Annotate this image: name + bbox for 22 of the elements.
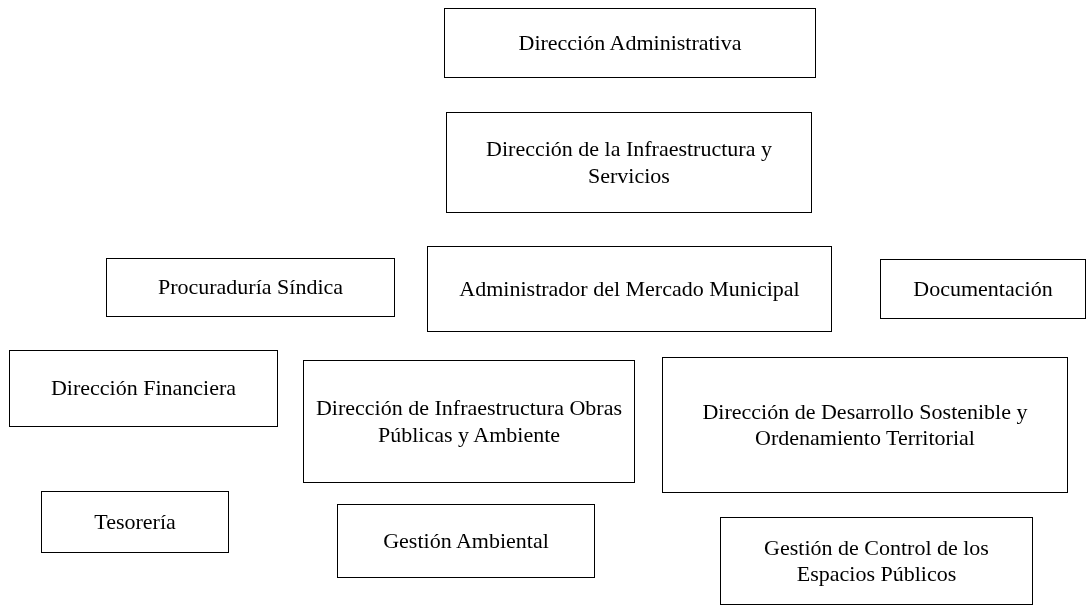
org-box: [446, 112, 812, 213]
unit-name: Gestión Ambiental: [383, 527, 549, 555]
unit-name: Tesorería: [94, 508, 176, 536]
unit-name: Gestión de Control de los Espacios Públicos: [763, 534, 990, 588]
unit-name: Dirección de la Infraestructura y Servicios: [485, 136, 773, 189]
org-box: [337, 504, 595, 578]
unit-name: Administrador del Mercado Municipal: [459, 275, 800, 303]
org-box: [9, 350, 278, 427]
unit-name: Dirección Administrativa: [518, 29, 742, 57]
org-box: [444, 8, 816, 78]
org-box: [41, 491, 229, 553]
unit-name: Dirección Financiera: [50, 375, 237, 402]
org-box: [720, 517, 1033, 605]
org-box: [662, 357, 1068, 493]
org-box: [880, 259, 1086, 319]
org-box: [106, 258, 395, 317]
org-box: [427, 246, 832, 332]
unit-name: Documentación: [913, 275, 1053, 303]
unit-name: Dirección de Desarrollo Sostenible y Ordenamiento Territorial: [701, 398, 1029, 452]
org-box: [303, 360, 635, 483]
unit-name: Procuraduría Síndica: [157, 274, 344, 301]
unit-name: Dirección de Infraestructura Obras Públicas y Ambiente: [315, 395, 623, 448]
